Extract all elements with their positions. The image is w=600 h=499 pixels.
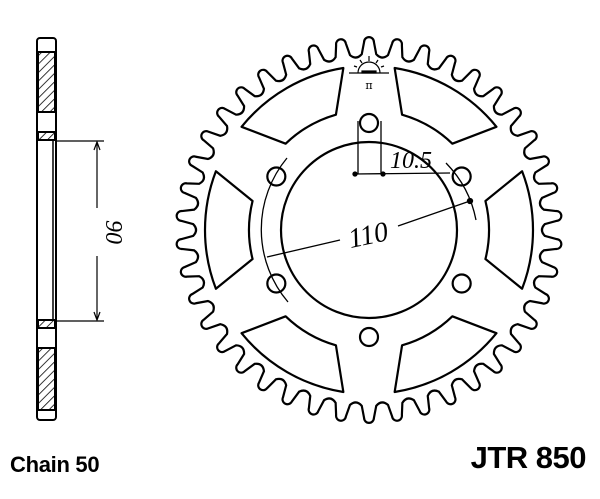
sprocket-front-view [175, 36, 563, 424]
lightening-cutout [240, 315, 345, 394]
chain-size-label: Chain 50 [10, 452, 100, 477]
sprocket-teeth-outline [175, 36, 563, 424]
lightening-cutout [393, 66, 498, 145]
part-number-label: JTR 850 [470, 440, 587, 475]
lightening-cutout [203, 170, 254, 290]
bolt-circle-dimension: 110 [345, 216, 390, 255]
dimension-lines [260, 121, 477, 303]
svg-text:π: π [365, 79, 372, 92]
jt-logo: π [349, 56, 389, 92]
center-bore [279, 140, 459, 320]
lightening-cutout [393, 315, 498, 394]
bolt-hole [451, 166, 472, 187]
bolt-hole [358, 326, 380, 348]
lightening-cutout [240, 66, 345, 145]
bolt-hole [451, 273, 472, 294]
bolt-hole-dimension: 10.5 [390, 148, 432, 174]
center-bore-dimension: 90 [100, 220, 126, 244]
bolt-hole [266, 166, 287, 187]
lightening-cutout [484, 170, 535, 290]
bolt-hole [266, 273, 287, 294]
side-view [36, 37, 104, 421]
bolt-hole [358, 112, 380, 134]
